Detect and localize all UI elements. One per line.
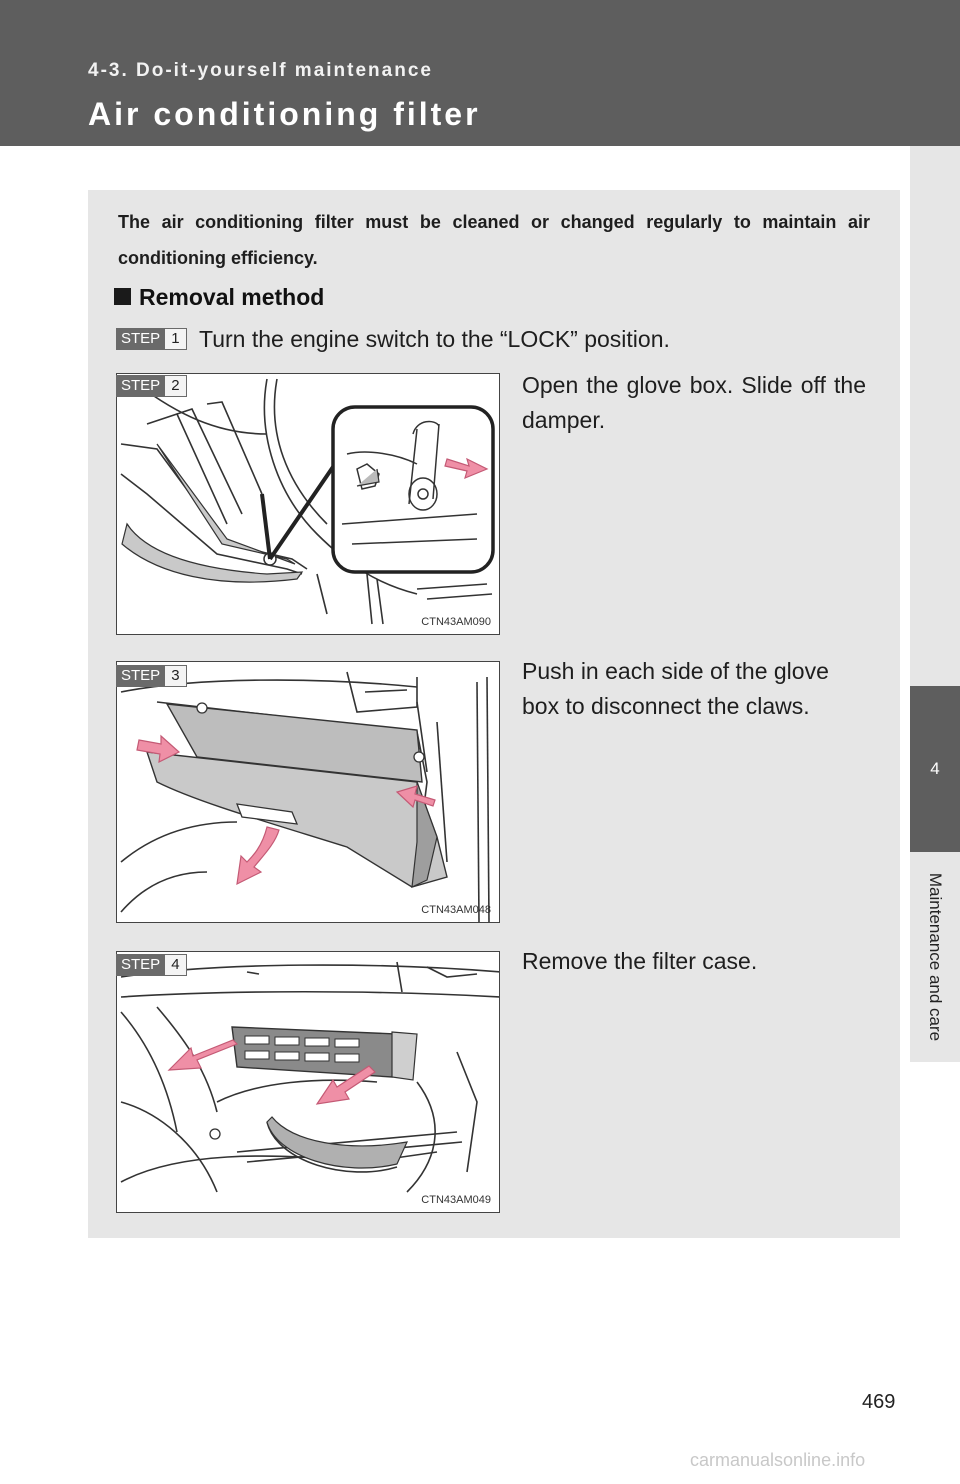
figure-code: CTN43AM090: [421, 616, 491, 628]
chapter-label: Maintenance and care: [926, 872, 945, 1042]
chapter-label-tab: [910, 852, 960, 1062]
step-number: 3: [165, 665, 187, 687]
step-label: STEP: [116, 328, 166, 350]
step-2-figure: CTN43AM090: [116, 373, 500, 635]
glove-box-claws-illustration: [120, 671, 490, 922]
step-label: STEP: [116, 375, 166, 397]
step-1-text: Turn the engine switch to the “LOCK” pos…: [199, 326, 670, 352]
figure-code: CTN43AM049: [421, 1194, 491, 1206]
step-4-figure: CTN43AM049: [116, 951, 500, 1213]
subheading-text: Removal method: [139, 284, 325, 310]
step-3-figure: CTN43AM048: [116, 661, 500, 923]
subheading: Removal method: [114, 284, 324, 311]
header-band: [0, 0, 960, 146]
step-2-text: Open the glove box. Slide off the damper…: [522, 372, 866, 433]
chapter-number-tab: 4: [910, 686, 960, 852]
step-4-text: Remove the filter case.: [522, 948, 758, 974]
watermark: carmanualsonline.info: [690, 1450, 866, 1470]
side-tab-top: [910, 146, 960, 686]
section-label: 4-3. Do-it-yourself maintenance: [88, 60, 433, 81]
page-number: 469: [862, 1391, 896, 1413]
step-number: 2: [165, 375, 187, 397]
step-label: STEP: [116, 665, 166, 687]
figure-code: CTN43AM048: [421, 904, 491, 916]
step-number: 1: [165, 328, 187, 350]
glove-box-damper-illustration: [120, 378, 495, 625]
step-label: STEP: [116, 954, 166, 976]
intro-paragraph: The air conditioning filter must be clea…: [118, 212, 870, 268]
filter-case-illustration: [120, 961, 499, 1193]
step-3-text: Push in each side of the glove box to di…: [522, 658, 829, 719]
page-title: Air conditioning filter: [88, 96, 481, 132]
step-number: 4: [165, 954, 187, 976]
square-bullet-icon: [114, 288, 131, 305]
